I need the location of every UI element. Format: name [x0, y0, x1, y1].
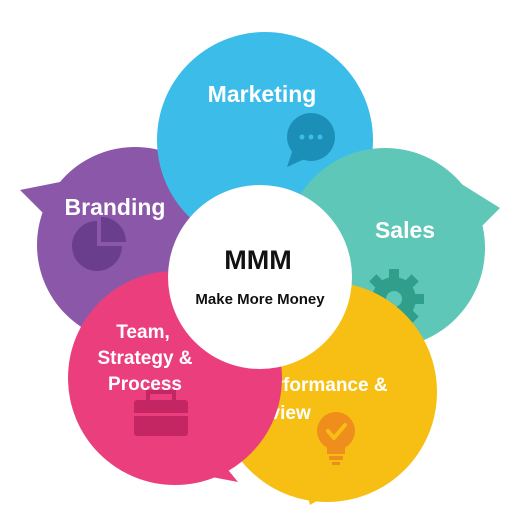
- branding-label: Branding: [65, 194, 166, 220]
- marketing-bubble-tail: [240, 32, 290, 55]
- performance-label-line-1: Performance &: [252, 375, 387, 396]
- briefcase-icon: [134, 390, 188, 436]
- sales-label: Sales: [375, 217, 435, 243]
- center-subtitle: Make More Money: [195, 291, 325, 308]
- center-circle: [168, 185, 352, 369]
- marketing-label: Marketing: [208, 81, 317, 107]
- performance-bubble-tail: [300, 470, 355, 505]
- pie-chart-icon: [72, 217, 126, 271]
- lightbulb-check-icon: [317, 412, 355, 465]
- team-label-line-3: Process: [108, 374, 182, 395]
- center-hub: MMM Make More Money: [168, 185, 352, 369]
- team-bubble-tail: [175, 448, 238, 482]
- chat-bubble-icon: [287, 113, 335, 167]
- center-title: MMM: [224, 245, 291, 275]
- branding-bubble-tail: [20, 180, 70, 230]
- team-label-line-1: Team,: [116, 322, 170, 343]
- team-label-line-2: Strategy &: [97, 348, 192, 369]
- sales-bubble-tail: [455, 180, 500, 240]
